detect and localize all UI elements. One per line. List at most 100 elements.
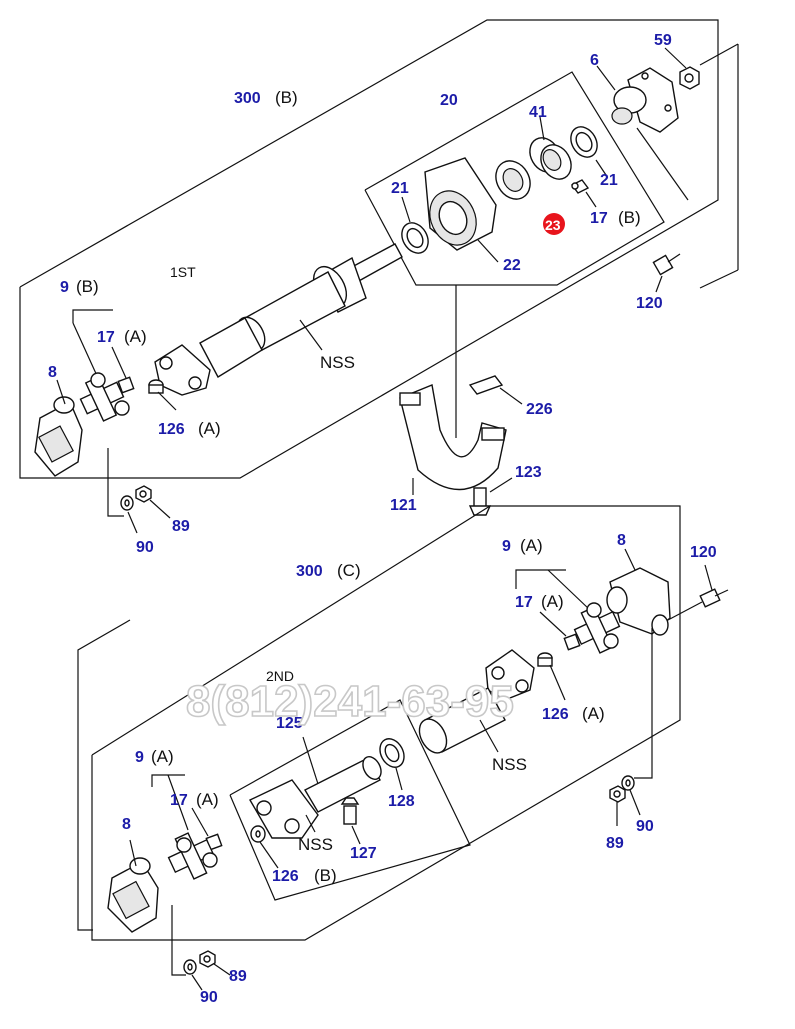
callout-9b-suffix: (B) [76,277,99,296]
label-2nd: 2ND [266,668,294,684]
callout-126a-lower-suffix: (A) [582,704,605,723]
leader-120-upper [655,275,663,293]
leader-123 [489,477,513,493]
washer-90-upper [120,495,134,511]
leader-90-lower-left [191,974,203,991]
bracket-9b [72,309,113,323]
callout-8-lower-right: 8 [617,532,626,549]
center-bearing-22 [424,157,497,251]
callout-21-right: 21 [600,172,618,189]
leader-nss-upper [299,319,323,351]
upper-assembly-outline [19,19,739,479]
washer-90-lower-right [621,775,635,791]
callout-120-lower: 120 [690,544,717,561]
callout-300c: 300 [296,563,323,580]
grease-fitting-17a-upper [117,376,135,394]
leader-17b [585,191,597,208]
leader-17a-lower-left [191,807,209,837]
callout-9b: 9 [60,279,69,296]
callout-125: 125 [276,715,303,732]
label-nss-lower: NSS [492,755,527,774]
callout-17a-lower-right: 17 [515,594,533,611]
callout-126b-suffix: (B) [314,866,337,885]
leader-21-right [595,159,607,176]
callout-9a-right: 9 [502,538,511,555]
callout-23: 23 [545,217,561,233]
leader-17a-upper [111,346,127,379]
callout-21-left: 21 [391,180,409,197]
leader-6 [596,65,616,91]
highlight-marker-23 [543,213,565,235]
flange-yoke-8-upper [34,396,83,477]
callout-6: 6 [590,52,599,69]
callout-9a-left-suffix: (A) [151,747,174,766]
bearing-group-outline [364,71,665,286]
callout-41: 41 [529,104,547,121]
callout-22: 22 [503,257,521,274]
seal-21-left [401,222,429,254]
callout-300c-suffix: (C) [337,561,361,580]
callout-90-upper: 90 [136,539,154,556]
companion-flange-6 [611,67,679,133]
label-1st: 1ST [170,264,196,280]
leader-120-lower-b [667,601,703,621]
callout-9a-left: 9 [135,749,144,766]
leader-nss-125 [305,814,316,833]
callout-127: 127 [350,845,377,862]
slip-yoke-group-outline [229,699,471,901]
callout-120-upper: 120 [636,295,663,312]
bolt-123 [468,487,492,516]
grease-fitting-17b [570,179,590,194]
watermark-phone: 8(812)241-63-95 [186,677,514,726]
bracket-121 [399,384,507,491]
flange-yoke-8-lower-left [107,857,159,933]
leader-90-upper [127,511,138,534]
nut-59 [679,66,700,90]
leader-126a-upper [157,391,177,411]
leader-126b [259,841,279,869]
leader-59 [664,47,687,69]
callout-123: 123 [515,464,542,481]
leader-22 [477,239,499,263]
bolt-120-upper [652,253,681,276]
callout-59: 59 [654,32,672,49]
bearing-ring [495,160,531,200]
label-plate-226 [468,375,504,395]
leader-126a-lower [549,664,566,701]
sleeve-41 [529,137,572,180]
callout-90-lower-left: 90 [200,989,218,1006]
leader-21-left [401,196,411,223]
leader-89-90-lower-right [634,628,653,779]
universal-joint-lower-right [573,602,621,654]
leader-89-90-upper [107,448,124,517]
callout-226: 226 [526,401,553,418]
slip-yoke-125 [249,756,382,839]
callout-300b-suffix: (B) [275,88,298,107]
bolt-120-lower [699,588,729,608]
callout-17a-lower-left-suffix: (A) [196,790,219,809]
callout-8-upper: 8 [48,364,57,381]
universal-joint-lower-left [167,832,218,880]
propeller-shaft-upper [199,243,403,378]
bush-126a-upper [148,379,164,394]
callout-121: 121 [390,497,417,514]
leader-125 [302,736,319,785]
universal-joint-upper [79,372,130,422]
leader-9a-left [167,774,189,831]
callout-126a-lower: 126 [542,706,569,723]
callout-90-lower-right: 90 [636,818,654,835]
leader-128 [395,767,403,791]
callout-128: 128 [388,793,415,810]
leader-89-lower-left [213,963,231,976]
washer-126b [250,825,266,843]
callout-89-lower-left: 89 [229,968,247,985]
leader-8-upper [56,379,66,405]
leader-90-lower-right [629,789,641,816]
callout-126b: 126 [272,868,299,885]
leader-127 [351,825,361,845]
callout-126a-upper-suffix: (A) [198,419,221,438]
leader-41 [539,116,545,141]
seal-128 [379,738,405,768]
leader-nss-lower [479,719,499,753]
